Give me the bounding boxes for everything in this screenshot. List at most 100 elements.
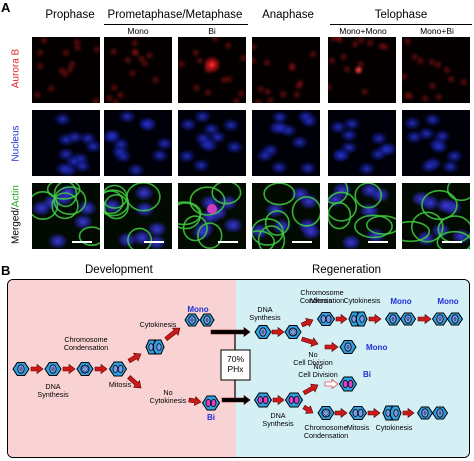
row-label-aurora-b: Aurora B [10,48,22,89]
micrograph-nucleus-prometa-bi [178,110,246,176]
arrow-regen-top-2 [335,313,348,325]
column-heading-telophase: Telophase [374,9,428,21]
regen-bottom-cell-start [253,392,273,408]
regen-top-cell-start [254,325,272,339]
phx-arrow-bottom [221,394,251,406]
micrograph-aurora-telophase-mono-mono [328,37,396,103]
arrow-condensation [62,363,76,375]
label-regen-mono-top-2: Mono [437,297,458,306]
dev-mono-cell-1 [184,313,200,327]
scale-bar [292,241,312,243]
arrow-regen-bottom-to-mitosis [302,404,314,414]
dev-cell-condensed [76,362,94,376]
arrow-no-cytokinesis-product [188,395,202,407]
column-heading-prometaphase-metaphase: Prometaphase/Metaphase [107,9,243,21]
micrograph-aurora-telophase-mono-bi [402,37,470,103]
micrograph-merged-telophase-mono-bi [402,183,470,249]
regeneration-title: Regeneration [312,264,382,276]
micrograph-merged-prometa-bi [178,183,246,249]
regen-top-mono-result [339,340,357,354]
label-phx: 70%PHx [227,354,244,374]
phx-arrow-top [210,326,251,338]
arrow-to-cytokinesis [127,352,142,364]
dev-cytokinesis-cell [145,339,165,355]
regen-top-mono-cell-1 [384,312,402,326]
scale-bar [368,241,388,243]
regen-bottom-cell-synth [284,392,304,408]
regen-top-mono-cell-2 [399,312,417,326]
micrograph-aurora-prometa-mono [104,37,172,103]
subheading-bi: Bi [208,26,216,36]
subheading-mono-mono: Mono+Mono [339,26,387,36]
micrograph-merged-prophase [32,183,100,249]
arrow-regen-top-1 [271,326,285,338]
label-dev-mitosis: Mitosis [109,380,132,389]
regen-top-mono-cell-4 [446,312,464,326]
regen-bottom-cell-mitosis [348,406,368,420]
arrow-regen-bottom-to-no-division [302,383,319,396]
scale-bar [218,241,238,243]
micrograph-merged-anaphase [252,183,320,249]
micrograph-nucleus-telophase-mono-mono [328,110,396,176]
scale-bar [144,241,164,243]
scale-bar [72,241,92,243]
column-heading-anaphase: Anaphase [262,9,314,21]
arrow-regen-top-to-no-division [301,336,319,347]
micrograph-nucleus-telophase-mono-bi [402,110,470,176]
micrograph-nucleus-anaphase [252,110,320,176]
subheading-mono-bi: Mono+Bi [420,26,454,36]
dev-cell-start [12,362,30,376]
regen-top-cell-mitosis [316,312,336,326]
micrograph-merged-prometa-mono [104,183,172,249]
micrograph-aurora-anaphase [252,37,320,103]
arrow-regen-top-3 [368,313,382,325]
regen-bottom-cell-condensed [317,406,335,420]
micrograph-nucleus-prophase [32,110,100,176]
label-dev-mono: Mono [187,305,208,314]
subheading-mono: Mono [127,26,149,36]
label-regen-mono-top: Mono [390,297,411,306]
arrow-regen-top-no-division [324,341,339,353]
micrograph-aurora-prophase [32,37,100,103]
actin-label: Actin [10,185,22,208]
heading-underline-telophase [330,24,472,25]
regen-bottom-cell-cytokinesis [382,405,402,421]
arrow-dna-synthesis [30,363,44,375]
regeneration-background [236,280,469,457]
arrow-mitosis [94,363,108,375]
label-dev-bi: Bi [207,413,215,422]
regen-top-cell-condensed [284,325,302,339]
micrograph-nucleus-prometa-mono [104,110,172,176]
micrograph-merged-telophase-mono-mono [328,183,396,249]
heading-underline-prometa [104,24,248,25]
arrow-regen-bottom-2 [334,407,348,419]
row-label-nucleus: Nucleus [10,125,22,162]
regen-bottom-mono-cell-2 [431,406,449,420]
row-label-merged-actin: Merged/Actin [11,177,22,253]
arrow-regen-bottom-3 [367,407,381,419]
merged-prefix: Merged/ [10,207,22,244]
label-regen-mono-top-3: Mono [366,343,387,352]
arrow-regen-top-to-mitosis [300,317,314,328]
arrow-regen-bottom-1 [272,394,285,406]
regen-top-cell-cytokinesis [348,311,368,327]
arrow-cytokinesis-product [164,327,181,342]
regen-bottom-bi-result [338,376,358,392]
arrow-regen-bottom-no-division [324,378,339,390]
panel-a-letter: A [1,0,11,15]
scale-bar [442,241,462,243]
dev-cell-synthesized [44,362,62,376]
label-dev-cytokinesis: Cytokinesis [140,320,177,329]
label-regen-cytokinesis-top: Cytokinesis [344,296,381,305]
label-regen-mitosis-bottom: Mitosis [347,423,370,432]
